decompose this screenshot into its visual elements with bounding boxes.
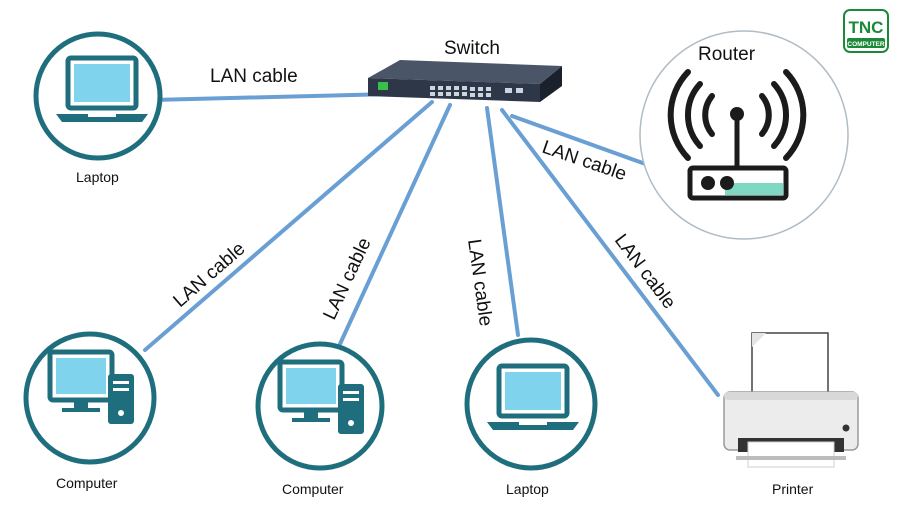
cable-label-computer-mid: LAN cable — [319, 235, 375, 323]
laptop-top-label: Laptop — [76, 169, 119, 185]
laptop-icon — [56, 55, 148, 122]
cable-label-computer-left: LAN cable — [170, 238, 250, 311]
cable-computer-mid — [338, 103, 452, 346]
router-label: Router — [698, 44, 756, 65]
cable-laptop-bottom — [485, 106, 520, 337]
router-node: Router — [639, 30, 849, 240]
cable-label-laptop-top: LAN cable — [210, 66, 298, 87]
router-icon — [667, 69, 807, 201]
cables — [143, 91, 720, 397]
logo-sub: COMPUTER — [847, 41, 885, 48]
printer-label: Printer — [772, 481, 814, 497]
computer-left-label: Computer — [56, 475, 118, 491]
switch-icon — [368, 60, 562, 102]
laptop-bottom-label: Laptop — [506, 481, 549, 497]
cable-computer-left — [143, 100, 434, 352]
logo-brand: TNC — [849, 18, 884, 37]
switch-label: Switch — [444, 38, 500, 59]
tnc-logo: TNC COMPUTER — [843, 9, 889, 53]
cable-printer — [500, 108, 720, 397]
laptop-icon — [487, 363, 579, 430]
computer-mid-node — [255, 341, 385, 471]
computer-mid-label: Computer — [282, 481, 344, 497]
laptop-bottom-node — [464, 337, 598, 471]
computer-icon — [47, 349, 134, 424]
cable-label-laptop-bottom: LAN cable — [463, 238, 496, 328]
laptop-top-node — [33, 31, 163, 161]
printer-icon — [723, 332, 859, 468]
computer-left-node — [23, 331, 157, 465]
computer-icon — [277, 359, 364, 434]
